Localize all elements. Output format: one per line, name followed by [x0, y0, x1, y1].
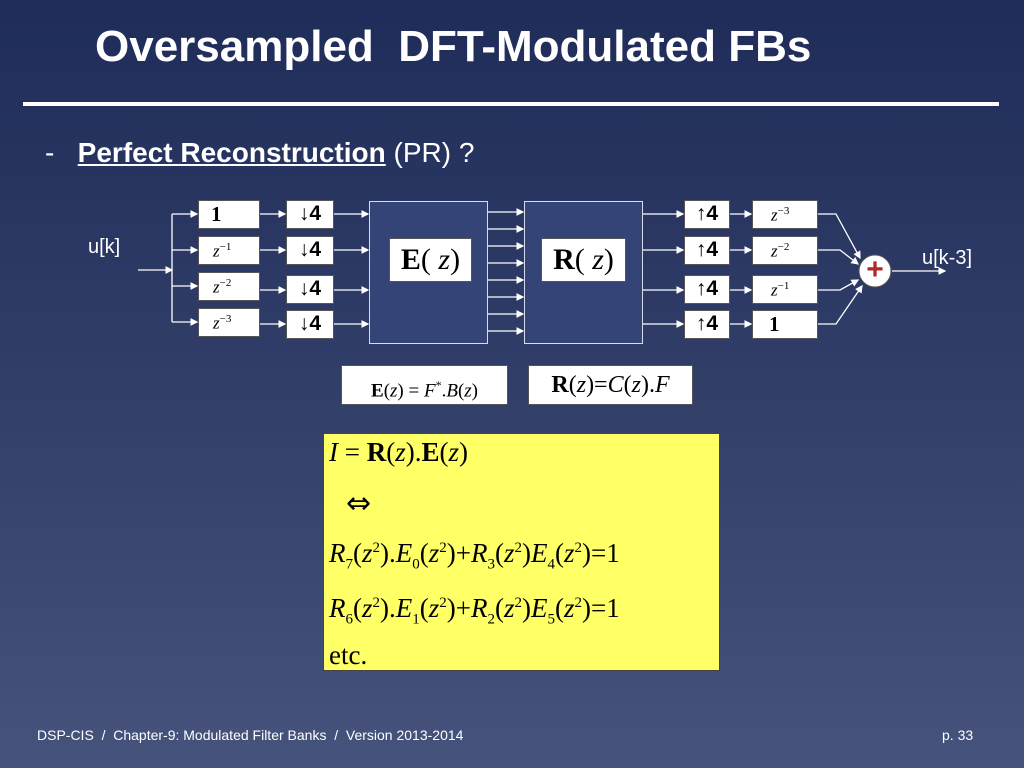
etc-text: etc.: [329, 640, 368, 670]
input-label: u[k]: [88, 236, 121, 258]
bullet-dash: -: [45, 137, 55, 168]
analysis-delay-z3: z−3: [198, 308, 260, 337]
sum-node-symbol: +: [866, 253, 884, 286]
synthesis-delay-z3: z−3: [752, 200, 818, 229]
pr-conditions-box: I = R(z).E(z) ⇔ R7(z2).E0(z2)+R3(z2)E4(z…: [323, 433, 720, 671]
downsampler-2: ↓4: [286, 236, 334, 265]
R-definition-equation: R(z)=C(z).F: [528, 365, 693, 405]
upsampler-4: ↑4: [684, 310, 730, 339]
slide-title: Oversampled DFT-Modulated FBs: [95, 22, 812, 71]
E-block-label: E( z): [389, 238, 472, 282]
title-divider: [23, 102, 999, 106]
upsampler-2: ↑4: [684, 236, 730, 265]
downsampler-4: ↓4: [286, 310, 334, 339]
bullet-underlined: Perfect Reconstruction: [77, 137, 386, 168]
equivalence-symbol: ⇔: [346, 486, 372, 521]
synthesis-delay-z1: z−1: [752, 275, 818, 304]
output-label: u[k-3]: [922, 247, 973, 269]
analysis-delay-z2: z−2: [198, 272, 260, 301]
footer-page-number: p. 33: [942, 727, 974, 743]
analysis-delay-z1: z−1: [198, 236, 260, 265]
pr-condition-1: R7(z2).E0(z2)+R3(z2)E4(z2)=1: [329, 538, 620, 573]
R-block-label: R( z): [541, 238, 626, 282]
upsampler-3: ↑4: [684, 275, 730, 304]
synthesis-delay-z2: z−2: [752, 236, 818, 265]
analysis-delay-1: 1: [198, 200, 260, 229]
upsampler-1: ↑4: [684, 200, 730, 229]
downsampler-3: ↓4: [286, 275, 334, 304]
footer-course-info: DSP-CIS / Chapter-9: Modulated Filter Ba…: [37, 727, 464, 743]
bullet-rest: (PR) ?: [385, 137, 475, 168]
downsampler-1: ↓4: [286, 200, 334, 229]
pr-condition-2: R6(z2).E1(z2)+R2(z2)E5(z2)=1: [329, 593, 620, 628]
synthesis-delay-1: 1: [752, 310, 818, 339]
identity-equation: I = R(z).E(z): [329, 437, 469, 467]
bullet-pr: - Perfect Reconstruction (PR) ?: [45, 137, 474, 169]
E-definition-equation: E(z) = F*.B(z): [341, 365, 508, 405]
